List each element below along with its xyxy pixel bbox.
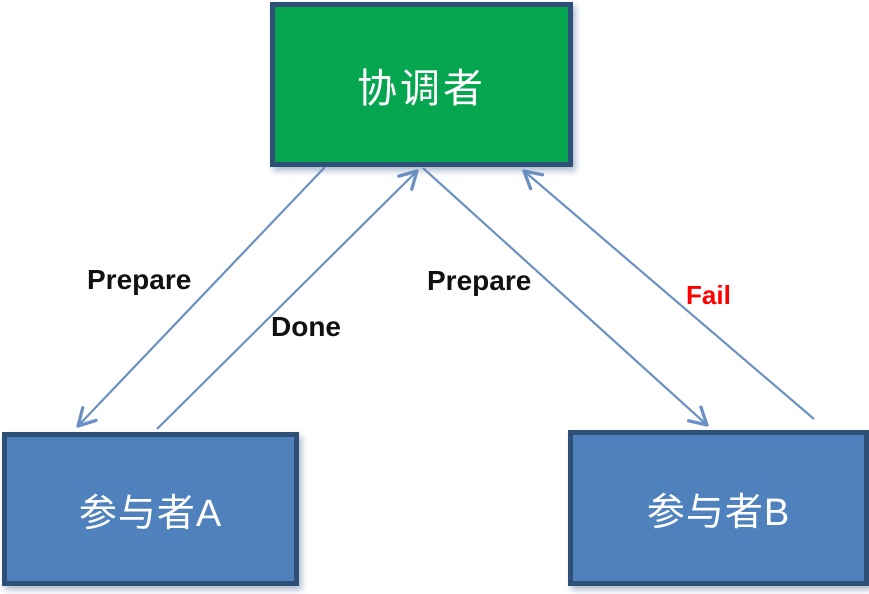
edge-prepare-to-a — [76, 166, 326, 428]
node-participant-a-label: 参与者A — [78, 492, 223, 535]
edge-prepare-to-b — [422, 167, 709, 427]
node-participant-a: 参与者A — [2, 432, 299, 586]
edge-label-prepare-b: Prepare — [427, 265, 532, 296]
edge-label-fail: Fail — [686, 280, 731, 310]
node-coordinator: 协调者 — [270, 2, 573, 167]
edge-done-from-a — [156, 169, 419, 430]
node-coordinator-label: 协调者 — [357, 66, 486, 111]
edge-label-prepare-a: Prepare — [87, 264, 192, 295]
node-participant-b-label: 参与者B — [646, 491, 791, 534]
node-participant-b: 参与者B — [568, 430, 869, 586]
edge-fail-from-b — [522, 169, 815, 420]
edge-label-done: Done — [271, 311, 341, 342]
